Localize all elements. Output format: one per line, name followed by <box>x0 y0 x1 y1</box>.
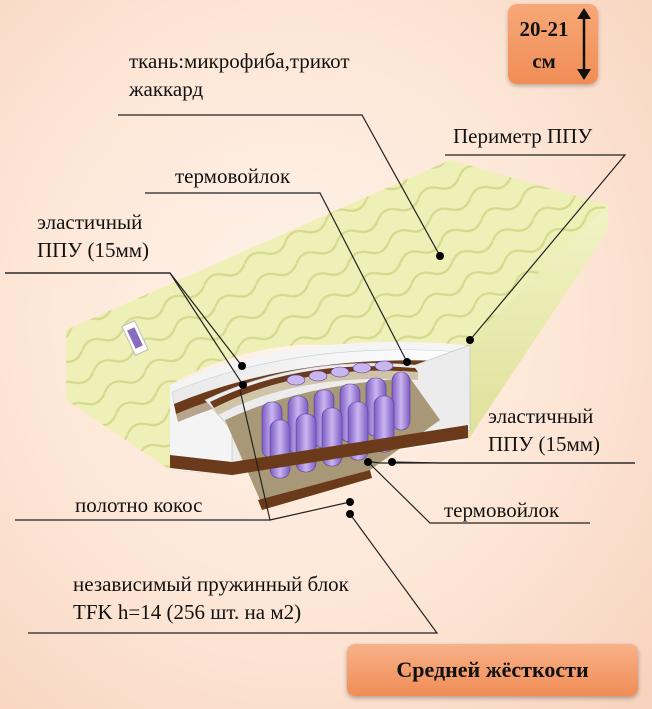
springs-label: независимый пружинный блок TFK h=14 (256… <box>73 570 349 627</box>
thermofelt-top-label: термовойлок <box>175 164 291 188</box>
fabric-label: ткань:микрофиба,трикот жаккард <box>129 47 350 104</box>
mattress-front-side <box>66 330 170 470</box>
mattress-right-side <box>465 205 608 440</box>
firmness-badge: Средней жёсткости <box>347 644 638 696</box>
foam-right-label: эластичный ППУ (15мм) <box>488 402 600 459</box>
leader-dots <box>238 252 474 518</box>
coconut-label: полотно кокос <box>75 493 203 517</box>
height-unit: см <box>532 48 556 73</box>
fabric-label-line1: ткань:микрофиба,трикот <box>129 49 350 73</box>
leader-lines <box>5 114 635 634</box>
foam-left-line1: эластичный <box>37 210 143 234</box>
height-number: 20-21 <box>519 17 569 41</box>
perimeter-label: Периметр ППУ <box>453 124 593 148</box>
firmness-text: Средней жёсткости <box>396 657 589 682</box>
height-badge: 20-21 см <box>508 4 598 84</box>
mattress-top <box>66 160 608 385</box>
height-value: 20-21 см <box>518 14 570 77</box>
foam-left-line2: ППУ (15мм) <box>37 238 150 263</box>
fabric-label-line2: жаккард <box>129 77 204 102</box>
springs-label-line2: TFK h=14 (256 шт. на м2) <box>73 600 302 625</box>
vertical-arrow-icon <box>577 8 591 80</box>
thermofelt-bottom-label: термовойлок <box>444 498 560 522</box>
springs-label-line1: независимый пружинный блок <box>73 572 349 596</box>
foam-right-line1: эластичный <box>488 404 594 428</box>
foam-right-line2: ППУ (15мм) <box>488 432 601 457</box>
foam-left-label: эластичный ППУ (15мм) <box>37 208 149 265</box>
